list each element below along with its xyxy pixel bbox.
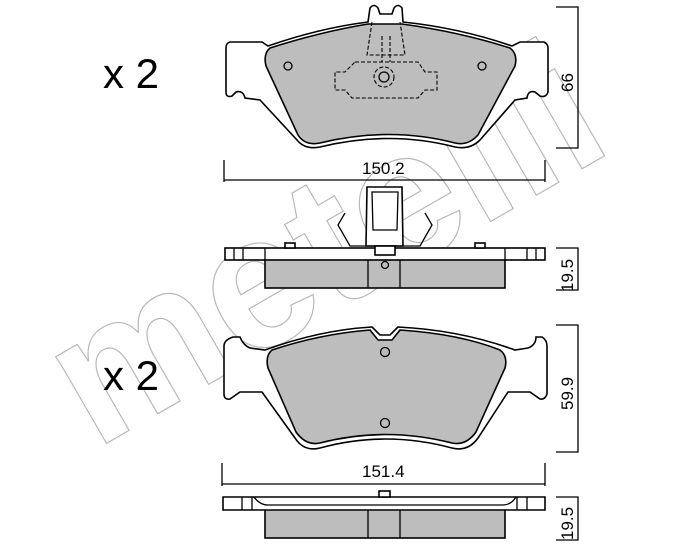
- pad-1-side-view: [224, 186, 546, 289]
- thickness-label-bottom: 19.5: [558, 507, 577, 540]
- quantity-label-top: x 2: [103, 50, 159, 97]
- pad-2-side-view: [222, 490, 546, 539]
- dimension-thickness-bottom: 19.5: [556, 496, 579, 541]
- quantity-label-bottom: x 2: [103, 352, 159, 399]
- dimension-width-151-4: 151.4: [221, 462, 546, 486]
- width-label-top: 150.2: [362, 159, 405, 178]
- thickness-label-top: 19.5: [558, 259, 577, 292]
- dimension-thickness-top: 19.5: [556, 247, 579, 292]
- height-label-top: 66: [558, 73, 577, 92]
- pad-2-front-view: [223, 326, 548, 450]
- width-label-bottom: 151.4: [362, 462, 405, 481]
- pad-1-front-view: [225, 4, 549, 149]
- dimension-height-66: 66: [556, 6, 579, 149]
- dimension-width-150-2: 150.2: [223, 159, 546, 182]
- dimension-height-59-9: 59.9: [556, 324, 579, 453]
- height-label-bottom: 59.9: [558, 377, 577, 410]
